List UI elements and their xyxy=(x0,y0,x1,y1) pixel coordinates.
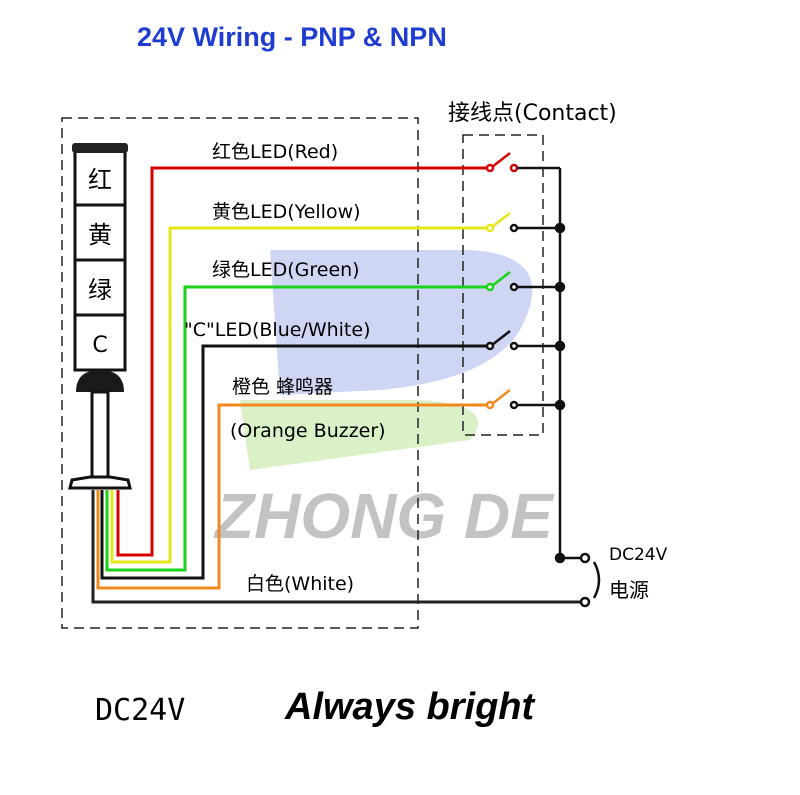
switch-c-right xyxy=(509,341,519,351)
lamp-frame xyxy=(61,117,419,629)
wire-yellow xyxy=(110,226,488,564)
bus-node-3 xyxy=(554,340,566,352)
wire-label-white: 白色(White) xyxy=(246,573,354,595)
tower-buzzer xyxy=(76,370,124,392)
contact-label: 接线点(Contact) xyxy=(448,101,617,126)
tower-cap-top xyxy=(72,143,128,153)
footer-mode: Always bright xyxy=(284,686,535,728)
bus-node-2 xyxy=(554,281,566,293)
power-source: 电源 xyxy=(609,578,649,602)
watermark-text: ZHONG DE xyxy=(213,480,555,552)
bus-node-4 xyxy=(554,399,566,411)
wire-label-c: "C"LED(Blue/White) xyxy=(184,319,370,341)
wire-label-orange-en: (Orange Buzzer) xyxy=(230,420,386,442)
tower-light: 红 黄 绿 C xyxy=(68,143,132,490)
tower-label-green: 绿 xyxy=(88,276,112,304)
tower-segment-yellow xyxy=(73,203,127,262)
wires xyxy=(91,166,583,604)
contact-bus xyxy=(517,166,601,608)
tower-label-red: 红 xyxy=(88,166,112,194)
switch-green-left xyxy=(485,282,495,292)
power-voltage: DC24V xyxy=(609,545,668,565)
footer-voltage: DC24V xyxy=(95,693,185,728)
bus-node-1 xyxy=(554,222,566,234)
switch-orange-blade xyxy=(491,389,511,405)
page-title: 24V Wiring - PNP & NPN xyxy=(137,22,447,52)
tower-segment-green xyxy=(73,258,127,317)
switch-yellow-blade xyxy=(491,212,511,228)
tower-base xyxy=(68,475,132,490)
power-terminal-neg xyxy=(579,596,591,608)
power-bracket xyxy=(592,561,601,599)
switch-yellow-left xyxy=(485,223,495,233)
switch-green-right xyxy=(509,282,519,292)
switch-c-left xyxy=(485,341,495,351)
wire-c xyxy=(100,344,488,580)
switches xyxy=(485,152,519,410)
switch-orange-left xyxy=(485,400,495,410)
switch-red-right xyxy=(509,163,519,173)
wire-label-yellow: 黄色LED(Yellow) xyxy=(212,201,361,223)
tower-label-c: C xyxy=(92,333,107,358)
wire-label-green: 绿色LED(Green) xyxy=(212,259,360,281)
switch-c-blade xyxy=(491,330,511,346)
wire-label-orange: 橙色 蜂鸣器 xyxy=(232,376,333,398)
tower-pole xyxy=(90,390,110,479)
contact-frame xyxy=(462,134,544,436)
watermark-d-shape-green xyxy=(240,400,479,470)
wire-white xyxy=(91,490,583,604)
wire-label-red: 红色LED(Red) xyxy=(212,141,338,163)
switch-green-blade xyxy=(491,271,511,287)
tower-label-yellow: 黄 xyxy=(88,221,112,249)
switch-orange-right xyxy=(509,400,519,410)
wire-orange xyxy=(96,403,488,590)
wire-green xyxy=(105,285,488,572)
switch-yellow-right xyxy=(509,223,519,233)
switch-red-blade xyxy=(491,152,511,168)
wire-red xyxy=(116,166,488,557)
switch-red-left xyxy=(485,163,495,173)
power-terminal-pos xyxy=(579,552,591,564)
